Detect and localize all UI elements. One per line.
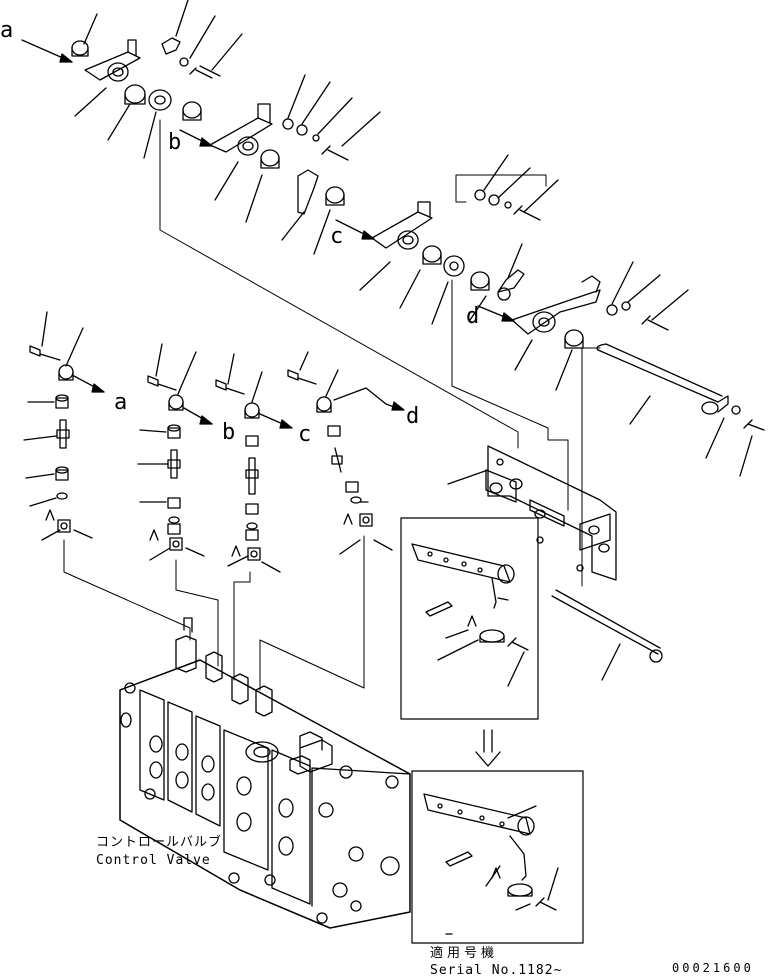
- serial-label-en: Serial No.1182~: [430, 963, 563, 978]
- callout-b: b: [168, 130, 182, 155]
- serial-label-jp: 適用号機: [430, 946, 499, 961]
- callout-d: d: [466, 304, 480, 329]
- detail-box-1: [400, 517, 539, 767]
- detail-arrow: [475, 751, 501, 767]
- control-valve-label-en: Control Valve: [96, 853, 211, 868]
- callout-c: c: [330, 224, 344, 249]
- arrowhead: [59, 53, 73, 63]
- callout-d-target: d: [406, 404, 420, 429]
- linkage-row-d: [477, 261, 689, 391]
- linkage-row-c: [335, 154, 559, 325]
- linkage-row-a: [21, 0, 243, 159]
- callout-a-target: a: [114, 390, 128, 415]
- control-valve-label-jp: コントロールバルブ: [96, 835, 223, 850]
- detail-box-2: [411, 770, 584, 944]
- drawing-number: 00021600: [672, 961, 754, 975]
- control-valve: [119, 617, 411, 929]
- valve-leaders: [63, 535, 365, 691]
- callout-a: a: [0, 18, 14, 43]
- rod-and-bracket: [159, 119, 765, 681]
- linkage-row-b: [179, 74, 381, 255]
- pushrod-stacks: [23, 311, 405, 573]
- callout-c-target: c: [298, 422, 312, 447]
- callout-b-target: b: [222, 420, 236, 445]
